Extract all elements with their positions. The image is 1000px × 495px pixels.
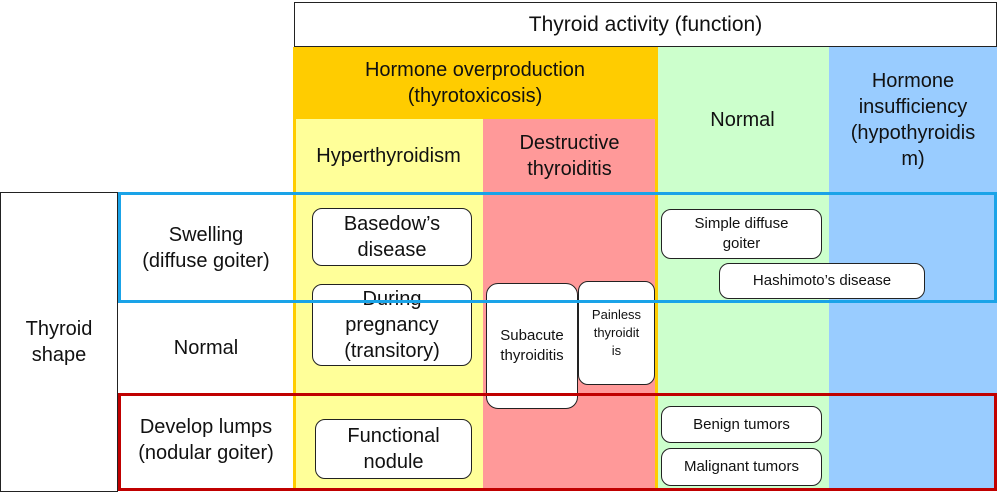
painless-thyroiditis-box: Painless thyroidit is — [578, 281, 655, 385]
swelling-row-label: Swelling (diffuse goiter) — [118, 208, 294, 288]
functional-nodule-label: Functional nodule — [347, 425, 440, 473]
pregnancy-label: During pregnancy (transitory) — [344, 288, 440, 362]
thyroid-activity-header: Thyroid activity (function) — [294, 2, 997, 47]
pregnancy-box: During pregnancy (transitory) — [312, 284, 472, 366]
insufficiency-label: Hormone insufficiency (hypothyroidis m) — [850, 70, 976, 170]
lumps-label: Develop lumps (nodular goiter) — [138, 416, 274, 464]
hashimoto-box: Hashimoto’s disease — [719, 263, 925, 299]
normal-activity-label: Normal — [710, 109, 775, 131]
subacute-thyroiditis-box: Subacute thyroiditis — [486, 283, 578, 409]
hashimoto-label: Hashimoto’s disease — [752, 272, 892, 289]
overproduction-left-border — [293, 47, 296, 491]
benign-tumors-label: Benign tumors — [693, 415, 790, 433]
overproduction-header: Hormone overproduction (thyrotoxicosis) — [294, 47, 656, 119]
thyroid-activity-label: Thyroid activity (function) — [528, 13, 763, 36]
basedow-disease-label: Basedow’s disease — [343, 213, 441, 261]
lumps-row-label: Develop lumps (nodular goiter) — [118, 400, 294, 480]
overproduction-label: Hormone overproduction (thyrotoxicosis) — [364, 59, 586, 107]
normal-shape-label: Normal — [173, 337, 239, 359]
swelling-highlight — [118, 192, 997, 303]
simple-goiter-box: Simple diffuse goiter — [661, 209, 822, 259]
malignant-tumors-box: Malignant tumors — [661, 448, 822, 486]
normal-header: Normal — [656, 100, 829, 140]
destructive-label: Destructive thyroiditis — [519, 132, 620, 180]
overproduction-right-border — [655, 47, 658, 491]
benign-tumors-box: Benign tumors — [661, 406, 822, 443]
thyroid-shape-label: Thyroid shape — [25, 318, 93, 366]
lumps-highlight — [118, 393, 997, 491]
functional-nodule-box: Functional nodule — [315, 419, 472, 479]
simple-goiter-label: Simple diffuse goiter — [694, 215, 789, 252]
normal-row-label: Normal — [118, 330, 294, 366]
subacute-thyroiditis-label: Subacute thyroiditis — [500, 327, 564, 364]
malignant-tumors-label: Malignant tumors — [683, 458, 800, 475]
basedow-disease-box: Basedow’s disease — [312, 208, 472, 266]
hyperthyroidism-header: Hyperthyroidism — [294, 130, 483, 182]
swelling-label: Swelling (diffuse goiter) — [142, 224, 270, 272]
hyperthyroidism-label: Hyperthyroidism — [316, 145, 461, 167]
insufficiency-header: Hormone insufficiency (hypothyroidis m) — [829, 68, 997, 172]
destructive-header: Destructive thyroiditis — [483, 128, 656, 184]
thyroid-shape-label-box: Thyroid shape — [0, 192, 118, 492]
painless-thyroiditis-label: Painless thyroidit is — [591, 307, 642, 358]
